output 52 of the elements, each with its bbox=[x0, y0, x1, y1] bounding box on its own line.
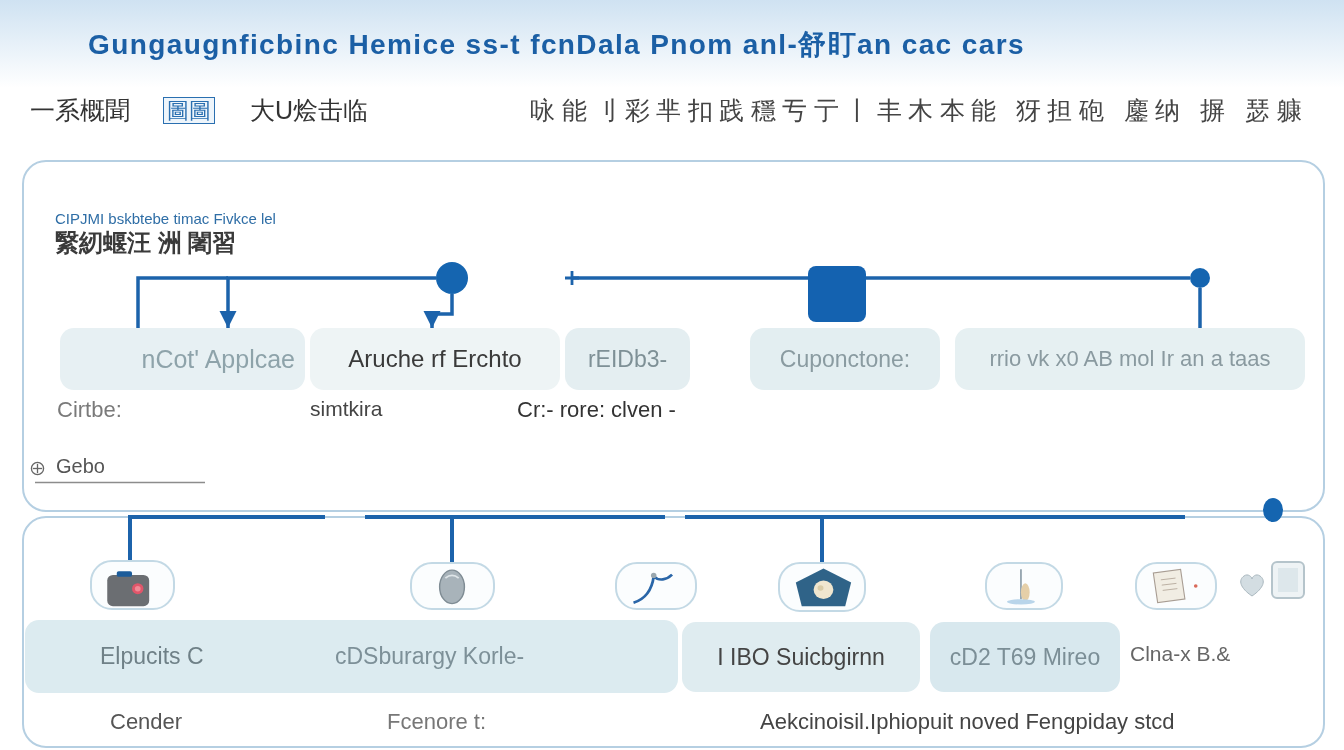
label-text: Cuponctone: bbox=[779, 345, 911, 373]
label-box bbox=[310, 328, 560, 390]
dot-node bbox=[1190, 268, 1210, 288]
node-label: simtkira bbox=[310, 397, 383, 422]
connector-line bbox=[683, 515, 1187, 564]
arrow bbox=[423, 294, 454, 328]
label-text: nCot' Applcae bbox=[141, 344, 295, 374]
caption: Cender bbox=[110, 709, 183, 735]
label-box bbox=[565, 328, 690, 390]
band-text: Elpucits C bbox=[100, 643, 204, 670]
caption: Fcenore t: bbox=[387, 709, 487, 735]
egg-icon bbox=[410, 562, 495, 610]
subheading: CIPJMI bskbtebe timac Fivkce lel bbox=[55, 210, 276, 228]
boxed-tag: 圖圖 bbox=[163, 97, 215, 125]
label-box bbox=[955, 328, 1305, 390]
node-label: Cr:- rore: clven - bbox=[517, 397, 676, 423]
panel bbox=[22, 160, 1325, 512]
label-box bbox=[60, 328, 305, 390]
heading: 繄紉蝘汪 洲 闍習 bbox=[55, 229, 237, 257]
stem-icon bbox=[985, 562, 1063, 610]
label-box bbox=[930, 622, 1120, 692]
label-text: Aruche rf Erchto bbox=[348, 345, 522, 373]
subtitle: 大U烩击临 bbox=[250, 96, 369, 125]
connector-line bbox=[363, 515, 667, 564]
title: Gungaugnficbinc Hemice ss-t fcnDala Pnom anl-舒盯an cac cars bbox=[88, 29, 1025, 62]
arrow bbox=[219, 276, 436, 328]
label-box bbox=[682, 622, 920, 692]
label-text: I IBO Suicbgirnn bbox=[717, 643, 885, 671]
connector-line bbox=[128, 515, 325, 560]
device-icon bbox=[90, 560, 175, 610]
connector-line bbox=[565, 271, 808, 285]
pentagon-icon bbox=[778, 562, 866, 612]
band-text: cDSburargy Korle- bbox=[335, 643, 525, 670]
curve-icon bbox=[615, 562, 697, 610]
subtitle: 咏能刂彩芈扣践穩亐亍丨丰木本能 犽担砲 鏖纳 摒 瑟躿 bbox=[530, 96, 1309, 125]
caption: Gebo bbox=[56, 455, 105, 478]
caption: Clna-x B.& bbox=[1130, 642, 1231, 667]
band bbox=[25, 620, 678, 693]
connector-line bbox=[866, 276, 1190, 280]
connector-line bbox=[1198, 288, 1202, 328]
label-text: cD2 T69 Mireo bbox=[949, 643, 1101, 671]
circle-node bbox=[436, 262, 468, 294]
document-icon bbox=[1135, 562, 1217, 610]
subtitle: 一系概聞 bbox=[30, 96, 130, 125]
panel bbox=[22, 516, 1325, 748]
square-node bbox=[808, 266, 866, 322]
label-text: rrio vk x0 AB mol Ir an a taas bbox=[989, 346, 1271, 372]
label-text: rEIDb3- bbox=[587, 345, 668, 373]
node-label: Cirtbe: bbox=[57, 397, 122, 423]
label-box bbox=[750, 328, 940, 390]
caption: Aekcinoisil.Iphiopuit noved Fengpiday stcd bbox=[760, 709, 1175, 735]
connector-line bbox=[136, 276, 228, 328]
